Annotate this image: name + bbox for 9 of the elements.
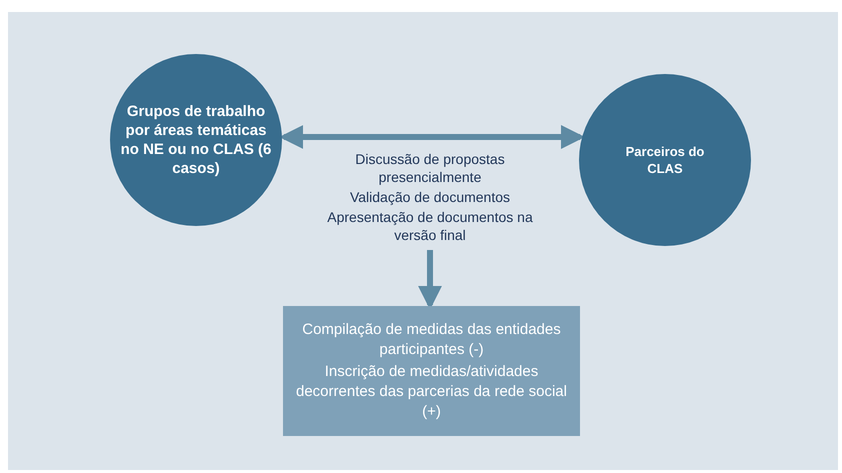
node-text: Inscrição de medidas/atividades decorrentes das parcerias da rede social (+)	[295, 362, 568, 422]
activity-text: Apresentação de documentos na versão final	[326, 208, 534, 244]
double-arrow	[279, 125, 585, 149]
activity-text: Discussão de propostas presencialmente	[354, 150, 506, 186]
node-text: Parceiros do CLAS	[624, 143, 706, 177]
activity-text: Validação de documentos	[350, 188, 510, 206]
node-text: Grupos de trabalho por áreas temáticas no NE ou no CLAS (6 casos)	[120, 102, 272, 178]
node-text: Compilação de medidas das entidades participantes (-)	[301, 320, 562, 360]
measures-box	[283, 306, 580, 436]
